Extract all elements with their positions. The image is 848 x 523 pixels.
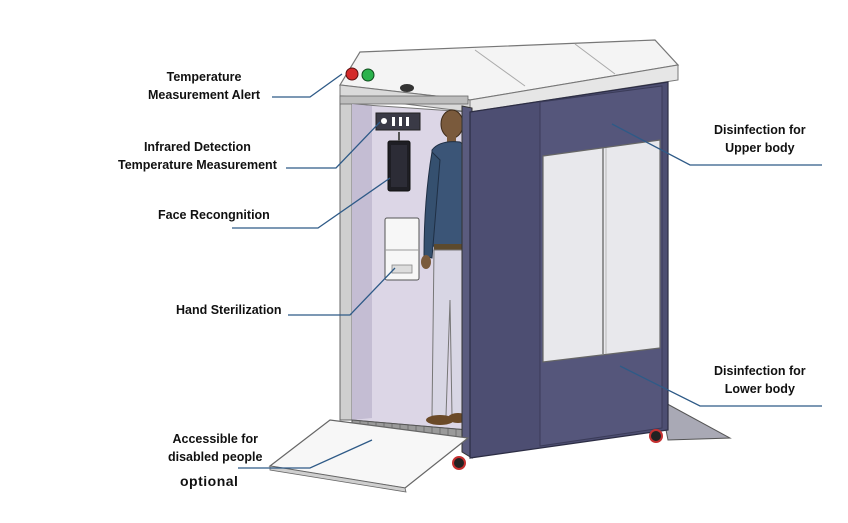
person-figure <box>421 109 471 425</box>
label-accessible: Accessible for disabled people <box>168 430 262 466</box>
panel-indicator <box>381 118 387 124</box>
leader-lower <box>619 365 822 407</box>
leader-hand <box>288 267 396 316</box>
label-line: Temperature Measurement <box>118 158 277 172</box>
leader-upper <box>611 123 822 166</box>
label-lower-body: Disinfection for Lower body <box>714 362 806 398</box>
screen-glass <box>391 145 407 187</box>
label-optional: optional <box>180 473 239 489</box>
interior-side-shade <box>352 104 372 420</box>
wheel <box>452 456 466 470</box>
person-shoe <box>426 415 454 425</box>
front-header <box>339 95 469 105</box>
label-line: Infrared Detection <box>143 140 251 154</box>
leader-lines <box>232 73 822 469</box>
label-line: Hand Sterilization <box>176 303 282 317</box>
label-line: Upper body <box>725 141 795 155</box>
label-hand-sterilization: Hand Sterilization <box>176 301 282 319</box>
leader-infrared <box>286 121 381 169</box>
red-alert-light <box>345 67 359 81</box>
roof-seam <box>574 43 616 75</box>
person-hand <box>421 255 431 269</box>
label-face-recognition: Face Recongnition <box>158 206 270 224</box>
label-upper-body: Disinfection for Upper body <box>714 121 806 157</box>
roof-seam <box>474 49 526 87</box>
ramp-edge <box>269 465 407 493</box>
person-head <box>440 109 464 139</box>
camera-dome <box>400 84 414 92</box>
panel-bar <box>399 117 402 126</box>
label-line: Disinfection for <box>714 123 806 137</box>
dispenser-tray <box>391 264 413 274</box>
label-line: Lower body <box>724 382 795 396</box>
hand-sanitizer-dispenser <box>384 217 420 281</box>
leader-accessible <box>238 439 373 469</box>
upper-window <box>542 139 661 363</box>
green-alert-light <box>361 68 375 82</box>
leader-temp-alert <box>272 73 343 98</box>
leader-face <box>232 177 391 229</box>
label-line: Accessible for <box>172 432 258 446</box>
panel-bar <box>392 117 395 126</box>
front-left-post <box>339 95 353 421</box>
panel-bar <box>406 117 409 126</box>
label-line: disabled people <box>168 450 263 464</box>
label-line: Disinfection for <box>714 364 806 378</box>
person-belt <box>434 244 468 250</box>
label-line: Face Recongnition <box>158 208 270 222</box>
label-line: Measurement Alert <box>148 88 261 102</box>
label-infrared-detection: Infrared Detection Temperature Measureme… <box>118 138 277 174</box>
label-line: Temperature <box>166 70 242 84</box>
wheel <box>649 429 663 443</box>
person-neck <box>447 134 456 144</box>
label-temperature-alert: Temperature Measurement Alert <box>148 68 260 104</box>
